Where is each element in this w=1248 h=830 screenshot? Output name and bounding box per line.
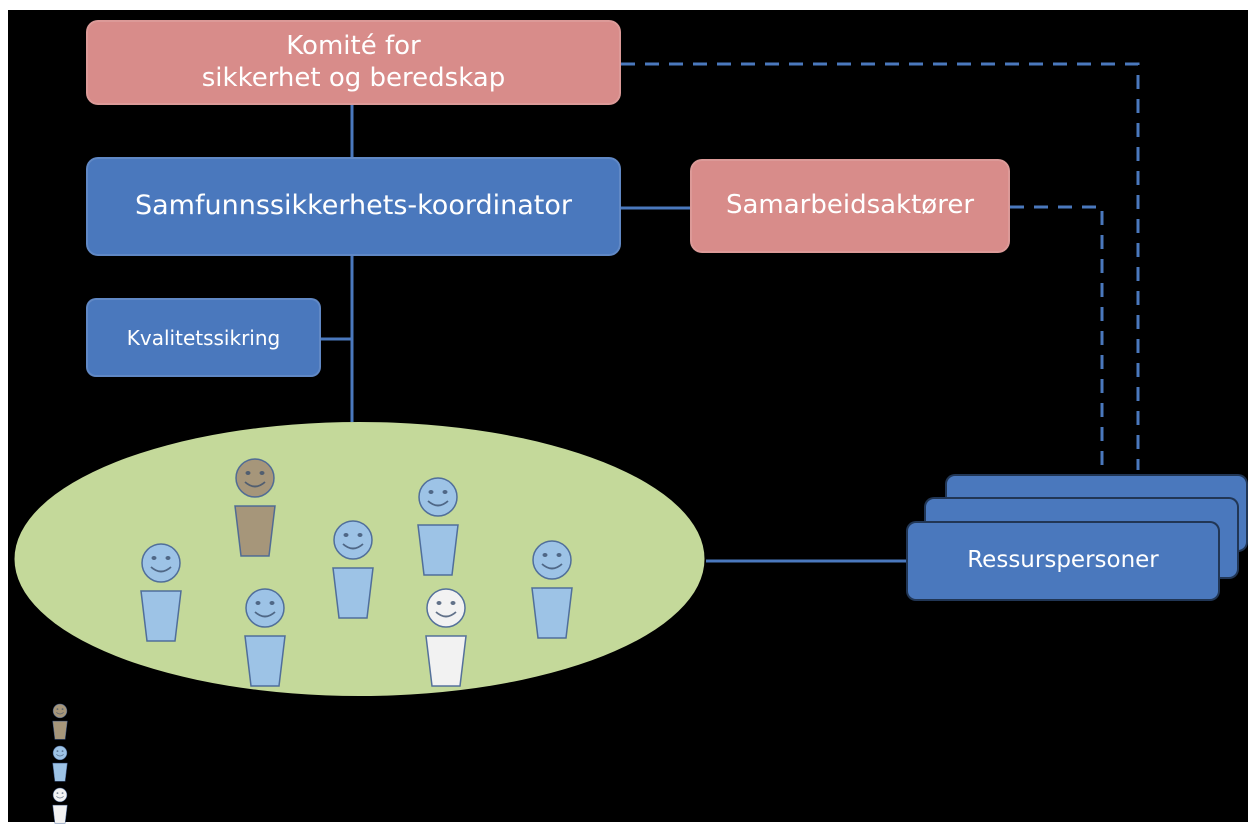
diagram-canvas: [8, 10, 1248, 822]
group-ellipse: [14, 422, 705, 696]
person-icon: [531, 540, 573, 639]
legend-person-icon: [52, 787, 68, 824]
resources-box: Ressurspersoner: [906, 521, 1220, 601]
committee-label: Komité for sikkerhet og beredskap: [201, 31, 506, 93]
partners-label: Samarbeidsaktører: [725, 190, 975, 221]
coordinator-box: Samfunnssikkerhets-koordinator: [86, 157, 621, 256]
person-icon: [234, 458, 276, 557]
legend-person-icon: [52, 745, 68, 782]
quality-label: Kvalitetssikring: [126, 325, 281, 350]
dashed-connector-committee-resources: [621, 62, 1140, 470]
dashed-connector-partners-resources: [1010, 205, 1104, 470]
person-icon: [244, 588, 286, 687]
person-icon: [140, 543, 182, 642]
quality-box: Kvalitetssikring: [86, 298, 321, 377]
committee-box: Komité for sikkerhet og beredskap: [86, 20, 621, 105]
legend-person-icon: [52, 703, 68, 740]
person-icon: [332, 520, 374, 619]
coordinator-label: Samfunnssikkerhets-koordinator: [135, 190, 572, 222]
person-icon: [417, 477, 459, 576]
person-icon: [425, 588, 467, 687]
partners-box: Samarbeidsaktører: [690, 159, 1010, 253]
resources-label: Ressurspersoner: [967, 547, 1159, 574]
